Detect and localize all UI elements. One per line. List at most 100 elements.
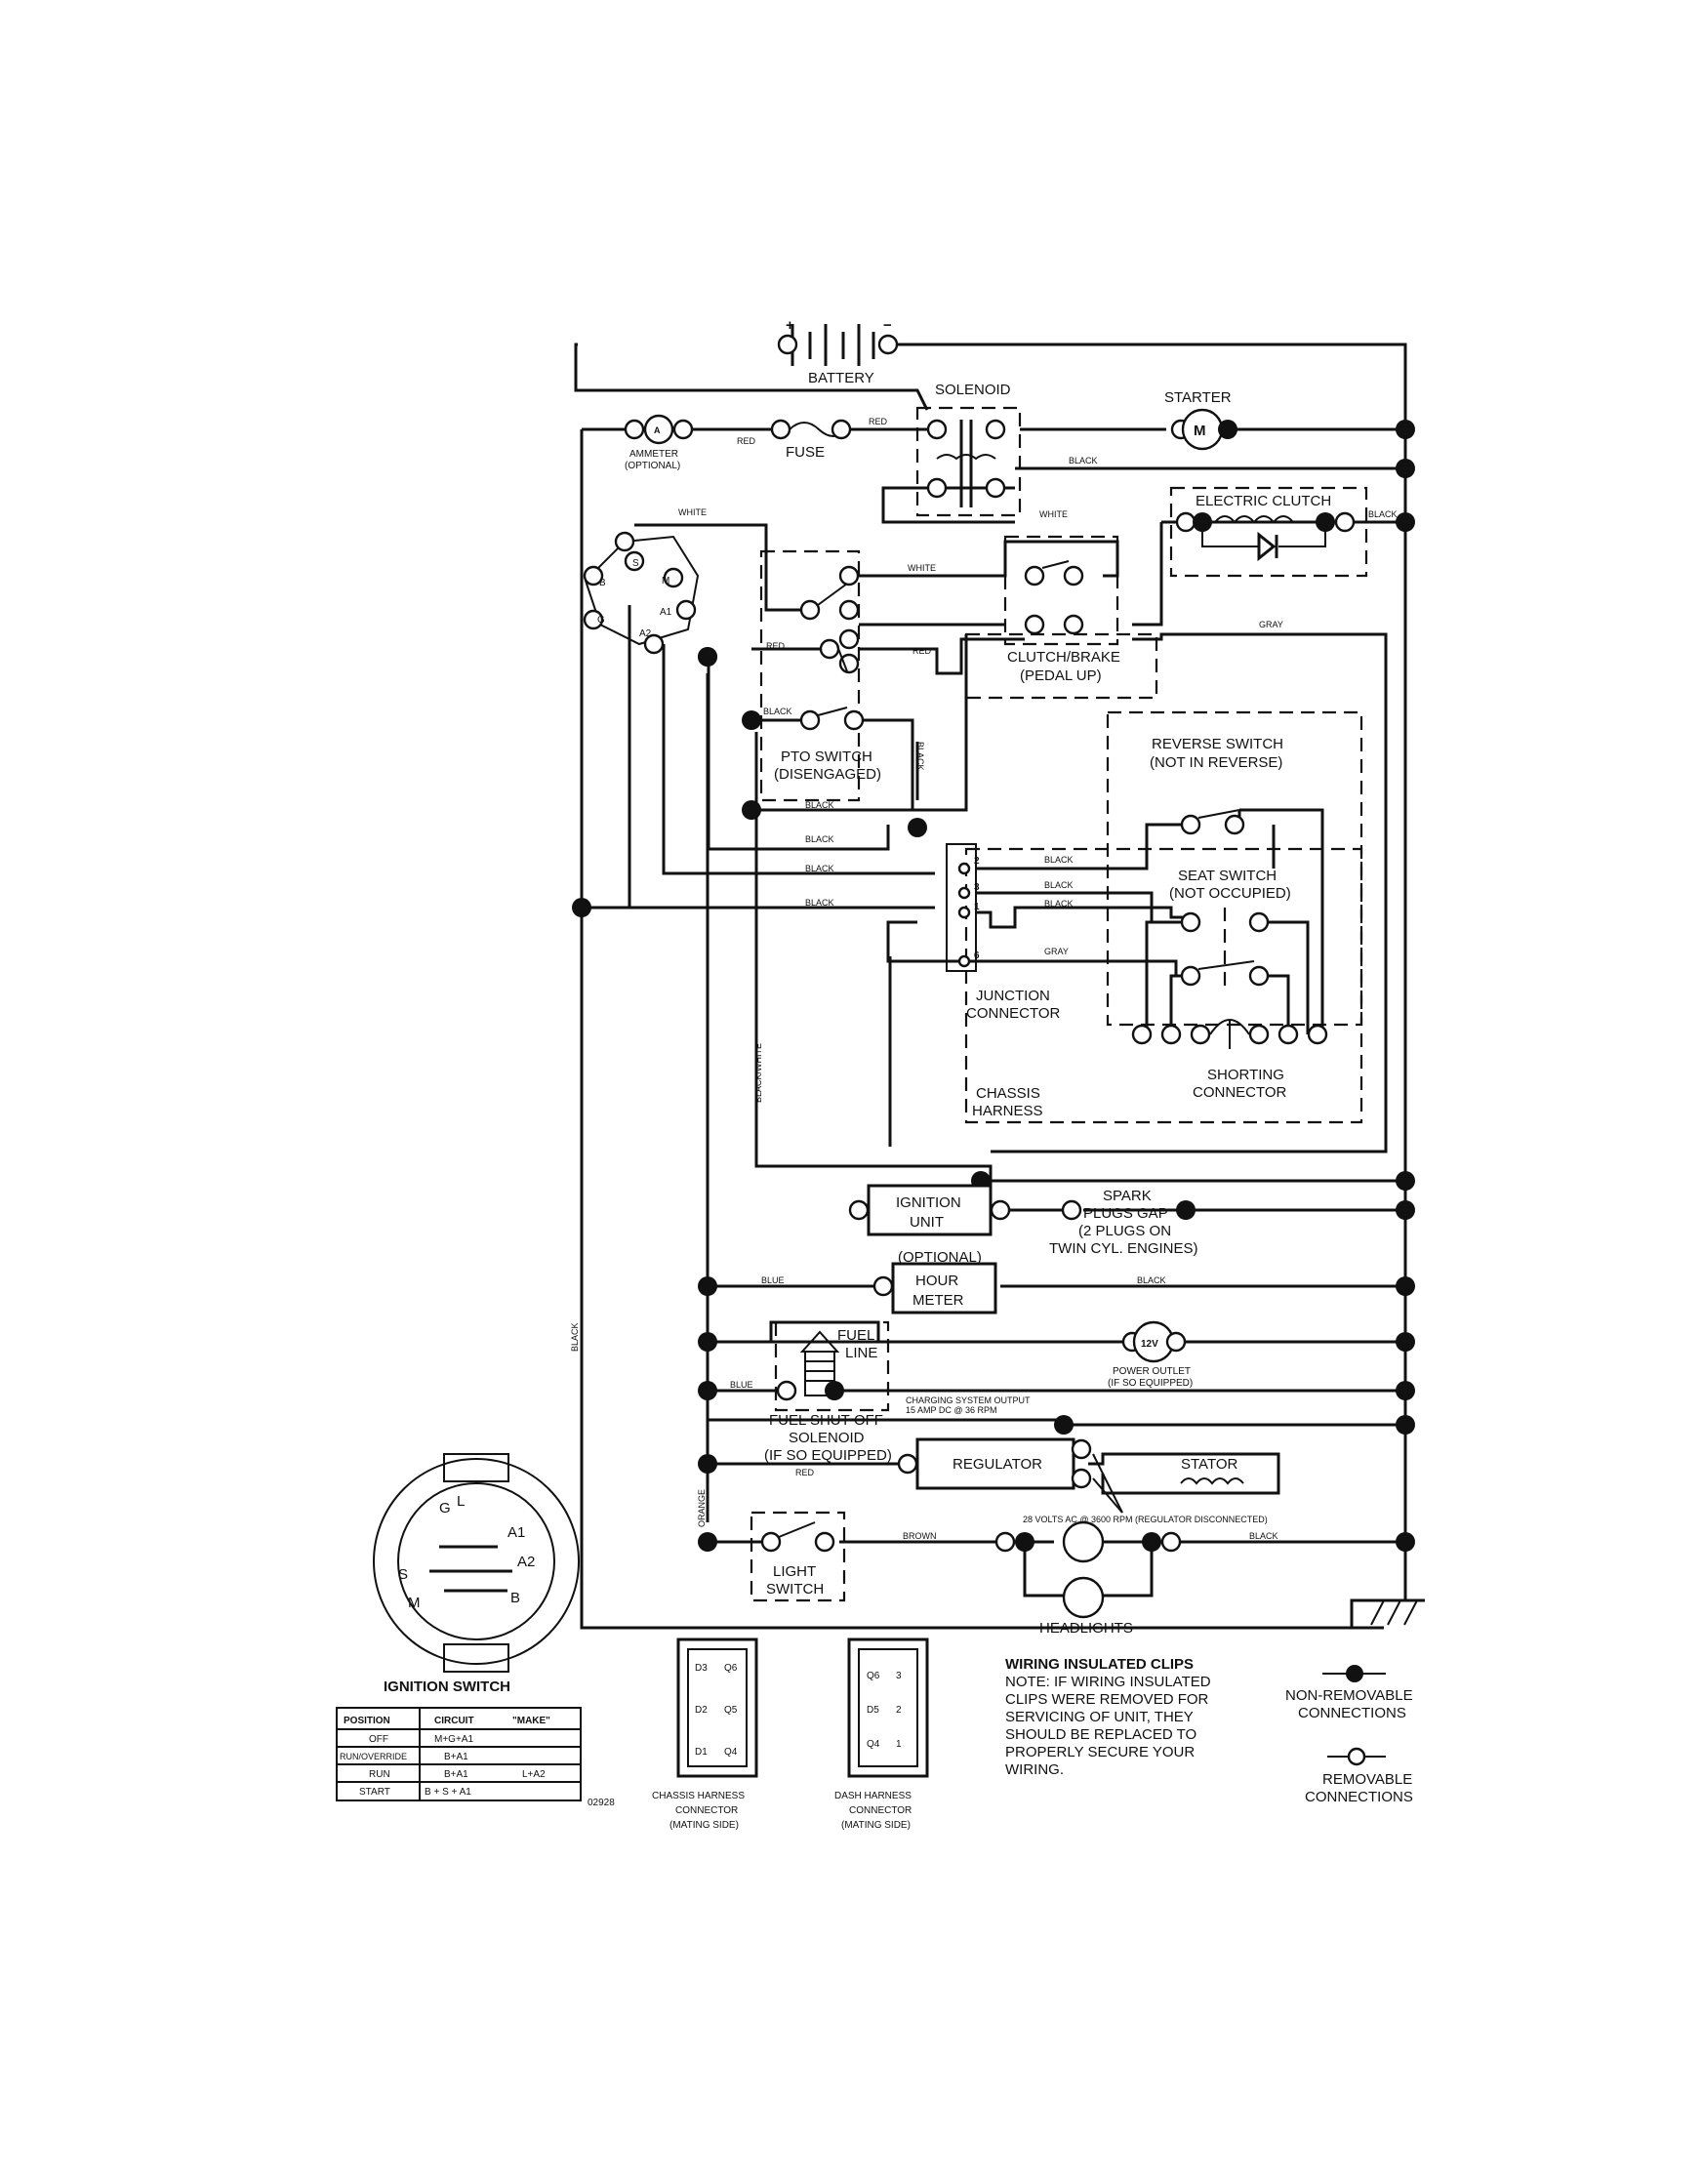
sw-term-m: M (408, 1595, 421, 1611)
legend-non-removable-sub: CONNECTIONS (1298, 1705, 1406, 1721)
chassis-harness-label: CHASSIS (976, 1085, 1040, 1102)
electric-clutch: ELECTRIC CLUTCH (1175, 493, 1415, 562)
wire-label-orange: ORANGE (697, 1489, 707, 1527)
wire-label-black-white: BLACK/WHITE (753, 1043, 763, 1103)
wire-label-red-1: RED (737, 436, 756, 446)
dash-pin-3: 3 (896, 1671, 902, 1681)
stator-label: STATOR (1181, 1456, 1238, 1473)
table-row-0-circuit: M+G+A1 (434, 1734, 473, 1745)
junction-connector: 2 3 1 6 JUNCTION CONNECTOR CHASSIS HARNE… (946, 843, 1061, 1119)
table-header-circuit: CIRCUIT (434, 1716, 474, 1726)
clips-note-line-3: SERVICING OF UNIT, THEY (1005, 1709, 1194, 1725)
fuel-shutoff-sub: SOLENOID (789, 1430, 865, 1446)
dash-connector-sub: CONNECTOR (849, 1805, 912, 1816)
seat-switch-sub: (NOT OCCUPIED) (1169, 885, 1291, 902)
term-s: S (632, 558, 639, 569)
light-switch-label: LIGHT (773, 1563, 816, 1580)
main-bus-wires (574, 343, 1407, 1630)
clips-note-line-4: SHOULD BE REPLACED TO (1005, 1726, 1196, 1743)
clips-note-line-5: PROPERLY SECURE YOUR (1005, 1744, 1195, 1760)
fuel-shutoff-equipped: (IF SO EQUIPPED) (764, 1447, 892, 1464)
fuse: FUSE (770, 419, 852, 461)
chassis-pin-d3: D3 (695, 1663, 708, 1674)
legend-removable: REMOVABLE (1322, 1771, 1412, 1788)
sw-term-a2: A2 (517, 1554, 535, 1570)
ignition-unit: IGNITION UNIT SPARK PLUGS GAP (2 PLUGS O… (848, 1171, 1415, 1257)
table-row-2-pos: RUN (369, 1769, 390, 1780)
clips-note-title: WIRING INSULATED CLIPS (1005, 1656, 1194, 1673)
table-row-1-pos: RUN/OVERRIDE (340, 1752, 407, 1761)
dash-pin-q6: Q6 (867, 1671, 880, 1681)
table-header-make: "MAKE" (512, 1716, 550, 1726)
clips-note: WIRING INSULATED CLIPS NOTE: IF WIRING I… (1005, 1656, 1211, 1778)
table-row-2-circuit: B+A1 (444, 1769, 468, 1780)
chassis-connector-sub: CONNECTOR (675, 1805, 738, 1816)
fuse-label: FUSE (786, 444, 825, 461)
charging-output-label: CHARGING SYSTEM OUTPUT (906, 1395, 1031, 1405)
table-row-0-pos: OFF (369, 1734, 388, 1745)
term-g: G (597, 615, 605, 626)
ground-symbol (1370, 1598, 1425, 1626)
battery-label: BATTERY (808, 370, 874, 386)
junction-pin-1: 1 (974, 902, 980, 912)
chassis-harness-sub: HARNESS (972, 1103, 1043, 1119)
hour-meter: (OPTIONAL) HOUR METER (698, 1249, 1415, 1314)
junction-pin-6: 6 (974, 950, 980, 961)
solenoid-label: SOLENOID (935, 382, 1011, 398)
pto-switch: PTO SWITCH (DISENGAGED) (774, 748, 881, 783)
clips-note-line-2: CLIPS WERE REMOVED FOR (1005, 1691, 1209, 1708)
regulator: REGULATOR STATOR 28 VOLTS AC @ 3600 RPM … (698, 1415, 1415, 1524)
junction-pin-2: 2 (974, 856, 980, 867)
seat-switch-label: SEAT SWITCH (1178, 868, 1277, 884)
clips-note-line-1: NOTE: IF WIRING INSULATED (1005, 1674, 1211, 1690)
spark-plugs-engines: TWIN CYL. ENGINES) (1049, 1240, 1198, 1257)
dash-pin-2: 2 (896, 1705, 902, 1716)
wire-label-white-3: WHITE (908, 563, 936, 573)
wire-label-black-2: BLACK (1368, 509, 1398, 519)
solenoid: SOLENOID (926, 382, 1011, 507)
table-row-3-circuit: B + S + A1 (425, 1787, 471, 1798)
wire-label-red-5: RED (795, 1468, 815, 1477)
reverse-switch-label: REVERSE SWITCH (1152, 736, 1283, 752)
wire-label-black-8: BLACK (1044, 855, 1074, 865)
power-outlet: 12V POWER OUTLET (IF SO EQUIPPED) (1108, 1320, 1193, 1389)
ammeter-symbol: A (654, 425, 661, 435)
wire-label-blue-2: BLUE (730, 1380, 753, 1390)
wire-label-black-3: BLACK (763, 707, 792, 716)
ignition-table: POSITION CIRCUIT "MAKE" OFF M+G+A1 RUN/O… (336, 1707, 615, 1808)
clips-note-line-6: WIRING. (1005, 1761, 1064, 1778)
table-row-2-make: L+A2 (522, 1769, 546, 1780)
wire-label-black-13: BLACK (915, 742, 925, 771)
wire-label-black-9: BLACK (1044, 880, 1074, 890)
regulator-label: REGULATOR (953, 1456, 1042, 1473)
ignition-switch-title: IGNITION SWITCH (384, 1678, 510, 1695)
light-switch-sub: SWITCH (766, 1581, 824, 1598)
dashed-enclosures (750, 406, 1368, 1602)
wire-label-brown: BROWN (903, 1531, 937, 1541)
chassis-pin-q6: Q6 (724, 1663, 738, 1674)
electric-clutch-label: ELECTRIC CLUTCH (1196, 493, 1331, 509)
term-m: M (662, 576, 669, 586)
light-switch: LIGHT SWITCH (698, 1521, 835, 1598)
legend-non-removable: NON-REMOVABLE (1285, 1687, 1413, 1704)
term-b: B (599, 578, 606, 588)
charging-output-sub: 15 AMP DC @ 36 RPM (906, 1405, 997, 1415)
fuel-shutoff-solenoid: FUEL SHUT-OFF SOLENOID (IF SO EQUIPPED) … (698, 1380, 1415, 1464)
dash-connector-label: DASH HARNESS (834, 1791, 912, 1801)
pto-switch-label: PTO SWITCH (781, 748, 872, 765)
wire-label-black-5: BLACK (805, 834, 834, 844)
wire-label-gray-2: GRAY (1044, 947, 1069, 956)
wire-label-black-10: BLACK (1044, 899, 1074, 909)
wire-label-black-6: BLACK (805, 864, 834, 873)
seat-switch: SEAT SWITCH (NOT OCCUPIED) (1169, 868, 1291, 987)
power-outlet-symbol: 12V (1141, 1339, 1158, 1350)
wire-label-red-2: RED (869, 417, 888, 426)
hour-meter-sub: METER (912, 1292, 964, 1309)
headlights: HEADLIGHTS (994, 1520, 1415, 1637)
sw-term-a1: A1 (507, 1524, 525, 1541)
battery-plus: + (786, 317, 794, 334)
wire-label-red-3: RED (766, 641, 786, 651)
shorting-connector-label: SHORTING (1207, 1067, 1284, 1083)
reverse-switch-sub: (NOT IN REVERSE) (1150, 754, 1282, 771)
